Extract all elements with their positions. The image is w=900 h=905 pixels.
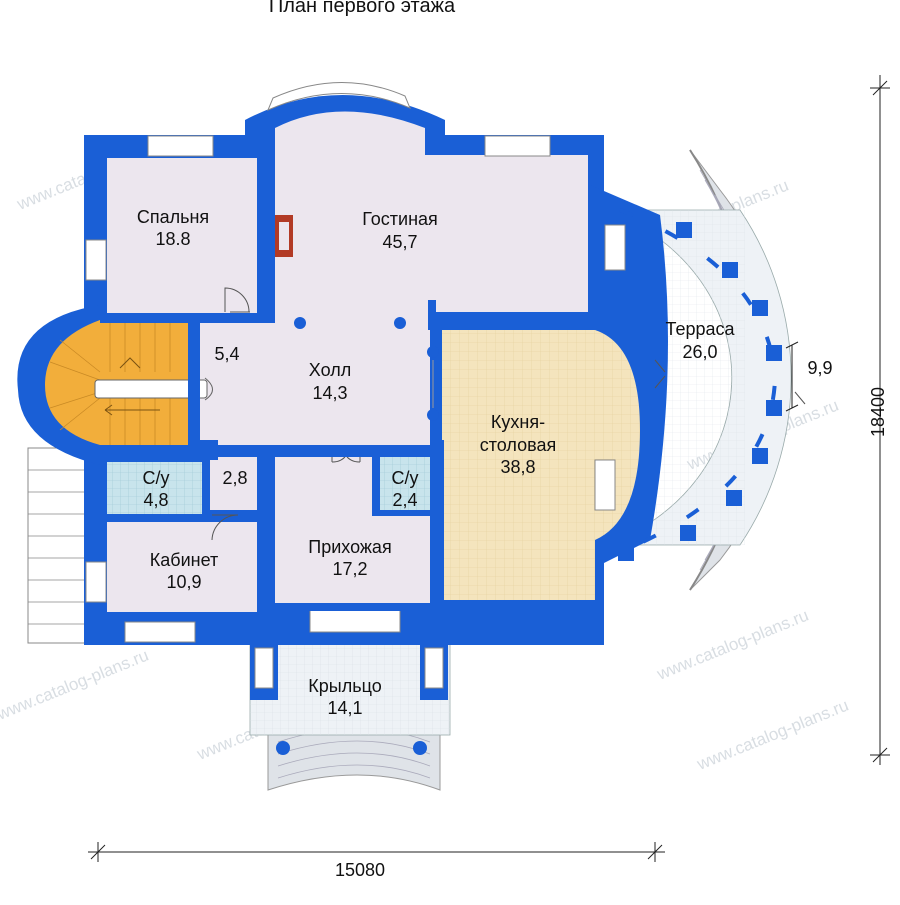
terrace-name: Терраса [665,319,735,339]
bedroom-name: Спальня [137,207,209,227]
column-icon [394,317,406,329]
watermark-10: www.catalog-plans.ru [653,606,811,685]
corridor-area: 2,8 [222,468,247,488]
wc1-floor [107,462,202,514]
interior-details [275,215,439,421]
kitchen-area: 38,8 [500,457,535,477]
room-labels: Спальня 18.8 Гостиная 45,7 5,4 Холл 14,3… [137,207,736,718]
width-dimension: 15080 [335,860,385,880]
bedroom-floor [107,158,257,313]
hall-floor [192,320,430,440]
study-floor [107,522,257,612]
room-floors [45,111,640,612]
living-name: Гостиная [362,209,438,229]
kitchen-name-line1: Кухня- [491,412,545,432]
wc2-name: С/у [392,468,419,488]
doors [211,287,806,630]
watermark-11: www.catalog-plans.ru [693,696,851,775]
windows [85,82,626,689]
left-exterior-stair [27,447,89,644]
kitchen-name-line2: столовая [480,435,557,455]
porch-posts [276,741,427,755]
terrace-width-dimension: 9,9 [807,358,832,378]
stair-area: 5,4 [214,344,239,364]
wc2-area: 2,4 [392,490,417,510]
column-icon [294,317,306,329]
entry-name: Прихожая [308,537,391,557]
interior-walls [100,155,600,615]
hall-name: Холл [309,360,351,380]
wc1-name: С/у [143,468,170,488]
hall-area: 14,3 [312,383,347,403]
dimension-lines [88,75,890,862]
watermark-8: www.catalog-plans.ru [0,646,151,725]
porch [249,629,451,791]
terrace-posts [612,202,782,561]
porch-name: Крыльцо [308,676,381,696]
column-icon [427,409,439,421]
bedroom-area: 18.8 [155,229,190,249]
living-area: 45,7 [382,232,417,252]
dimension-labels: 15080 9,9 18400 [335,358,888,880]
entry-area: 17,2 [332,559,367,579]
plan-title: План первого этажа [269,0,456,17]
living-floor [275,111,588,322]
study-area: 10,9 [166,572,201,592]
study-name: Кабинет [150,550,218,570]
column-icon [427,346,439,358]
kitchen-floor [442,330,640,600]
wc1-area: 4,8 [143,490,168,510]
terrace-area: 26,0 [682,342,717,362]
porch-area: 14,1 [327,698,362,718]
depth-dimension: 18400 [868,387,888,437]
wc2-floor [380,456,430,511]
